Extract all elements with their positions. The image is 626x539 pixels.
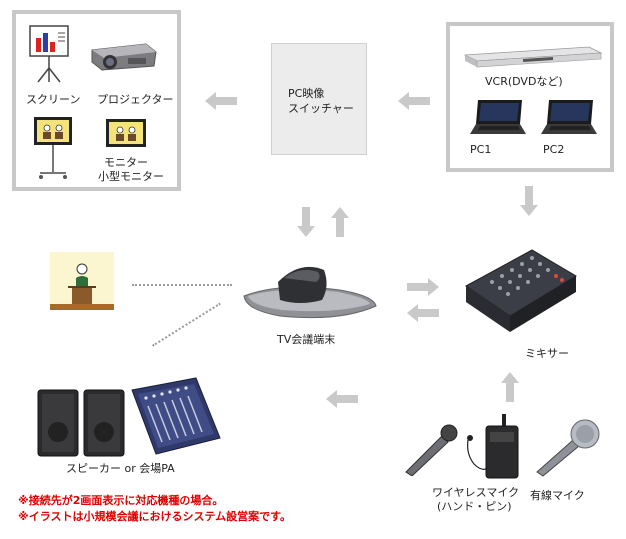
arrow-left-icon [326, 390, 358, 408]
mixer-illustration [462, 246, 580, 338]
dvd-player-illustration [463, 45, 603, 69]
arrow-left-icon [407, 304, 439, 322]
note-illustration-scope: ※イラストは小規模会議におけるシステム設営案です。 [18, 510, 292, 523]
pc1-label: PC1 [470, 143, 492, 156]
arrow-right-icon [407, 278, 439, 296]
arrow-up-icon [501, 372, 519, 402]
monitor-label-line2: 小型モニター [98, 170, 164, 183]
speaker-connection-line [152, 302, 221, 347]
tv-terminal-label: TV会議端末 [277, 333, 336, 346]
projector-label: プロジェクター [97, 93, 174, 106]
speaker-right-illustration [82, 388, 126, 458]
pc-video-switcher: PC映像 スイッチャー [271, 43, 367, 155]
laptop-pc2-illustration [541, 98, 599, 138]
wireless-mic-label-line2: (ハンド・ピン) [437, 500, 512, 513]
arrow-left-icon [205, 92, 237, 110]
vcr-label: VCR(DVDなど) [485, 75, 563, 88]
remote-connection-line [132, 284, 232, 286]
laptop-pc1-illustration [470, 98, 528, 138]
wireless-handheld-mic-illustration [402, 424, 460, 476]
screen-label: スクリーン [26, 93, 81, 106]
mixer-label: ミキサー [525, 347, 569, 360]
wired-mic-label: 有線マイク [530, 489, 585, 502]
screen-illustration [26, 24, 72, 84]
pin-mic-transmitter-illustration [458, 412, 522, 482]
monitor-label-line1: モニター [104, 156, 148, 169]
wireless-mic-label-line1: ワイヤレスマイク [432, 486, 520, 499]
pc2-label: PC2 [543, 143, 565, 156]
remote-site-illustration [50, 252, 114, 310]
wired-mic-illustration [533, 416, 603, 478]
small-monitor-illustration [104, 117, 148, 149]
arrow-down-icon [297, 207, 315, 237]
switcher-label-line1: PC映像 [288, 87, 325, 100]
speaker-left-illustration [36, 388, 80, 458]
monitor-stand-illustration [32, 115, 76, 181]
pa-mixer-illustration [128, 376, 224, 460]
note-dual-display: ※接続先が2画面表示に対応機種の場合。 [18, 494, 224, 507]
arrow-up-icon [331, 207, 349, 237]
arrow-left-icon [398, 92, 430, 110]
projector-illustration [88, 38, 160, 74]
speaker-label: スピーカー or 会場PA [66, 462, 175, 475]
arrow-down-icon [520, 186, 538, 216]
switcher-label-line2: スイッチャー [288, 102, 354, 115]
tv-conference-terminal-illustration [240, 256, 380, 322]
